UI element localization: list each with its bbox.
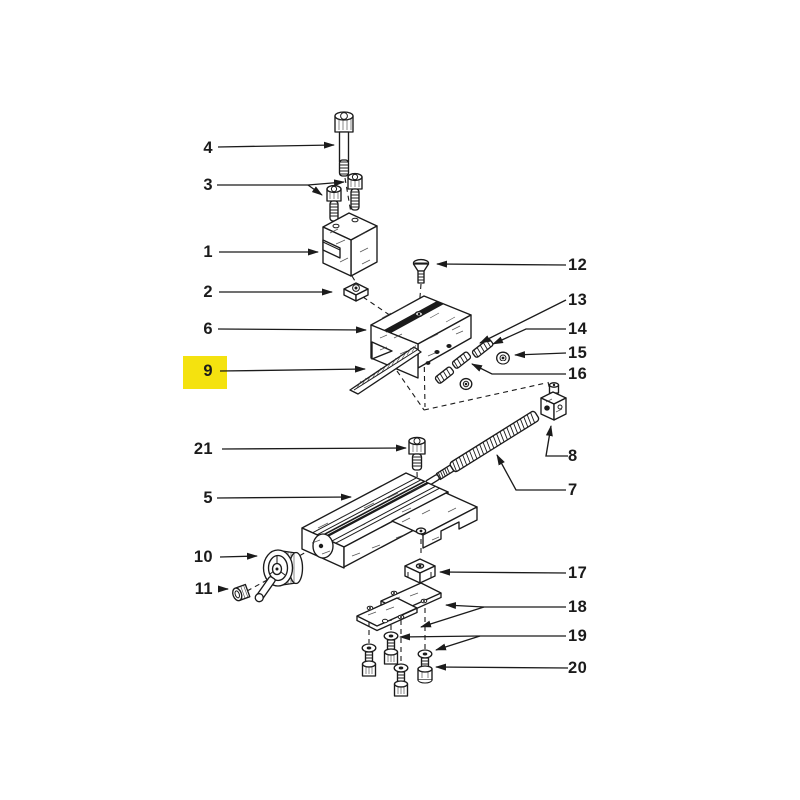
callout-19: 19 xyxy=(568,627,587,645)
callout-15: 15 xyxy=(568,344,587,362)
callout-9-highlighted: 9 xyxy=(203,362,213,380)
saddle-flange-part5b xyxy=(391,492,478,549)
handwheel-handle xyxy=(254,576,276,603)
clamp-plates-part18 xyxy=(356,582,442,632)
callout-20: 20 xyxy=(568,659,587,677)
assembly-centerlines xyxy=(246,177,552,663)
lead-screw-part7 xyxy=(425,410,540,487)
cap-screw-part21 xyxy=(408,436,426,471)
set-screws-nuts-parts13-16 xyxy=(434,338,510,391)
callout-1: 1 xyxy=(203,243,213,261)
t-nut-part17 xyxy=(404,558,436,584)
fastener-stack-a xyxy=(361,643,377,677)
fastener-stack-b xyxy=(383,631,399,665)
fastener-stack-d-nut20 xyxy=(417,649,433,684)
callout-2: 2 xyxy=(203,283,213,301)
long-cap-screw-part4 xyxy=(334,111,354,177)
bearing-block-part8 xyxy=(540,382,567,421)
base-fasteners-parts19-20 xyxy=(361,631,433,697)
t-nut-part2 xyxy=(343,282,369,302)
top-slide-part6 xyxy=(370,295,472,379)
callout-6: 6 xyxy=(203,320,213,338)
nut-part16b xyxy=(459,377,473,391)
fastener-stack-c xyxy=(393,663,409,697)
callout-21: 21 xyxy=(194,440,213,458)
gib-part9 xyxy=(349,344,422,395)
callout-3: 3 xyxy=(203,176,213,194)
callout-8: 8 xyxy=(568,447,578,465)
callout-10: 10 xyxy=(194,548,213,566)
callout-5: 5 xyxy=(203,489,213,507)
knob-screw-part11 xyxy=(232,583,251,602)
cap-screws-part3 xyxy=(326,172,363,222)
callout-16: 16 xyxy=(568,365,587,383)
nut-part15 xyxy=(496,351,510,365)
callout-11: 11 xyxy=(195,580,213,598)
callout-14: 14 xyxy=(568,320,588,338)
callout-7: 7 xyxy=(568,481,578,499)
slide-base-part5 xyxy=(301,472,478,569)
highlight-box-callout-9 xyxy=(183,356,227,389)
callout-13: 13 xyxy=(568,291,587,309)
flat-screw-part12 xyxy=(412,258,430,284)
leader-lines xyxy=(216,141,569,671)
callout-4: 4 xyxy=(203,139,213,157)
handwheel-part10 xyxy=(254,549,304,603)
tool-block-part1 xyxy=(322,212,378,277)
callout-18: 18 xyxy=(568,598,587,616)
callout-numbers: 4 3 1 2 6 9 21 5 10 11 12 13 14 15 16 8 … xyxy=(194,139,588,677)
callout-12: 12 xyxy=(568,256,587,274)
callout-17: 17 xyxy=(568,564,587,582)
